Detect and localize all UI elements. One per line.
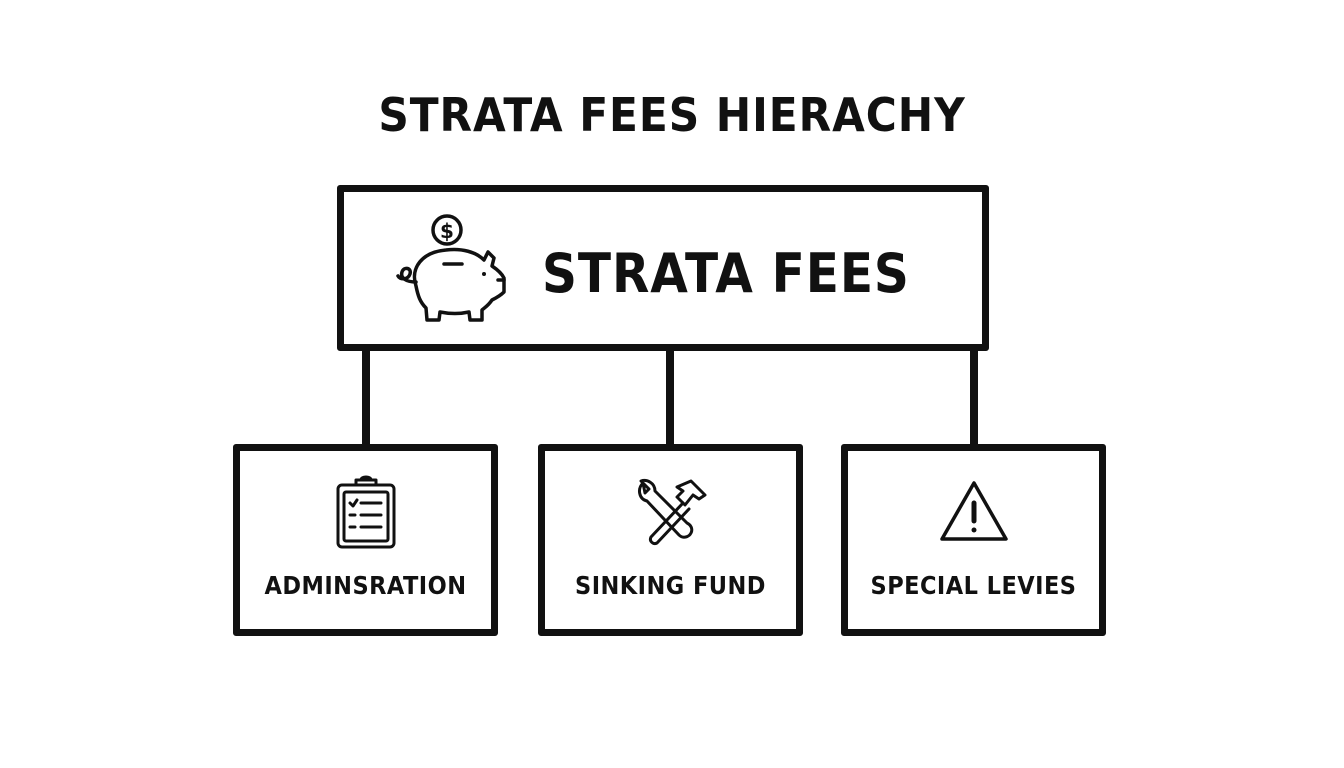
child-node-special-levies: SPECIAL LEVIES [841,444,1106,636]
child-node-administration: ADMINSRATION [233,444,498,636]
child-label: ADMINSRATION [264,571,467,600]
root-label: STRATA FEES [542,242,910,305]
diagram-title: STRATA FEES HIERACHY [378,88,966,142]
child-label: SPECIAL LEVIES [870,571,1077,600]
child-label: SINKING FUND [575,571,766,600]
wrench-hammer-icon [637,479,706,545]
clipboard-checklist-icon [336,475,395,549]
warning-triangle-icon [939,481,1008,541]
root-node-strata-fees: $ STRATA FEES [337,185,989,351]
svg-text:$: $ [440,219,454,243]
piggy-bank-icon: $ [396,214,506,322]
child-node-sinking-fund: SINKING FUND [538,444,803,636]
